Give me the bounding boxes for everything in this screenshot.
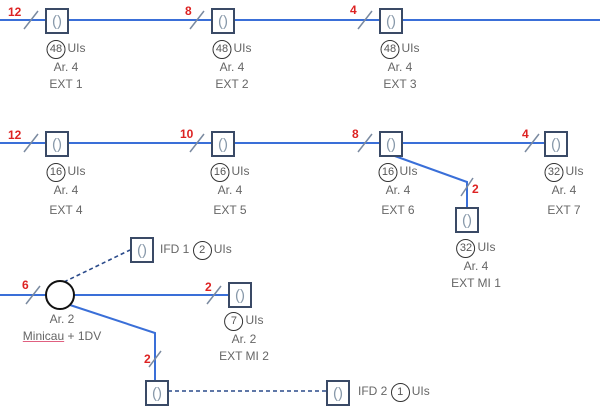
- ext-label: EXT 4: [49, 203, 83, 217]
- ui-count: 32: [544, 163, 564, 182]
- ar-label: Ar. 4: [53, 60, 79, 74]
- ui-count: 32: [456, 239, 476, 258]
- box-icon-ext-2[interactable]: (): [211, 8, 235, 34]
- ui-count: 16: [46, 163, 66, 182]
- ui-count: 2: [192, 241, 212, 260]
- units-label: UIs: [231, 164, 250, 178]
- box-icon-ext-1[interactable]: (): [45, 8, 69, 34]
- ext-label: EXT 1: [49, 77, 83, 91]
- units-label: UIs: [67, 41, 86, 55]
- box-icon-ext-mi-1[interactable]: (): [455, 207, 479, 233]
- ext-label: EXT 5: [213, 203, 247, 217]
- ifd-name: IFD 1: [160, 242, 190, 256]
- box-icon-ext-7[interactable]: (): [544, 131, 568, 157]
- box-icon-lower[interactable]: (): [145, 380, 169, 406]
- units-label: UIs: [477, 240, 496, 254]
- ar-label: Ar. 4: [385, 183, 411, 197]
- cable-count: 2: [144, 352, 151, 366]
- splice-closure-icon: [45, 280, 75, 310]
- box-icon-ext-3[interactable]: (): [379, 8, 403, 34]
- cable-count: 10: [180, 127, 194, 141]
- cable-count: 4: [350, 3, 357, 17]
- ar-label: Ar. 4: [219, 60, 245, 74]
- units-label: UIs: [245, 313, 264, 327]
- cable-count: 4: [522, 127, 529, 141]
- box-icon-ext-mi-2[interactable]: (): [228, 282, 252, 308]
- ar-label: Ar. 4: [387, 60, 413, 74]
- ui-count: 48: [212, 40, 232, 59]
- cable-count: 6: [22, 278, 29, 292]
- box-icon-ext-6[interactable]: (): [379, 131, 403, 157]
- cable-count: 2: [205, 280, 212, 294]
- ext-label: EXT 6: [381, 203, 415, 217]
- units-label: UIs: [233, 41, 252, 55]
- ext-label: EXT MI 2: [219, 349, 269, 363]
- ui-count: 16: [210, 163, 230, 182]
- cable-count: 12: [8, 128, 22, 142]
- box-icon-ifd-2[interactable]: (): [326, 380, 350, 406]
- splice-name: Minicau: [22, 329, 65, 343]
- ui-count: 1: [390, 383, 410, 402]
- ar-label: Ar. 4: [53, 183, 79, 197]
- cable-count: 12: [8, 5, 22, 19]
- ar-label: Ar. 4: [217, 183, 243, 197]
- ifd-name: IFD 2: [358, 384, 388, 398]
- units-label: UIs: [411, 384, 430, 398]
- cable-count: 8: [185, 4, 192, 18]
- ar-label: Ar. 2: [231, 332, 257, 346]
- ui-count: 16: [378, 163, 398, 182]
- units-label: UIs: [565, 164, 584, 178]
- ar-label: Ar. 2: [49, 312, 75, 326]
- cable-count: 8: [352, 127, 359, 141]
- ui-count: 48: [380, 40, 400, 59]
- ar-label: Ar. 4: [551, 183, 577, 197]
- node-splice: Ar. 2 Minicau + 1DV: [23, 311, 101, 345]
- ui-count: 48: [46, 40, 66, 59]
- box-icon-ext-5[interactable]: (): [211, 131, 235, 157]
- box-icon-ext-4[interactable]: (): [45, 131, 69, 157]
- ext-label: EXT 3: [383, 77, 417, 91]
- ext-label: EXT 7: [547, 203, 581, 217]
- units-label: UIs: [399, 164, 418, 178]
- box-icon-ifd-1[interactable]: (): [130, 237, 154, 263]
- units-label: UIs: [213, 242, 232, 256]
- ext-label: EXT 2: [215, 77, 249, 91]
- units-label: UIs: [67, 164, 86, 178]
- ar-label: Ar. 4: [463, 259, 489, 273]
- splice-suffix: + 1DV: [67, 329, 102, 343]
- units-label: UIs: [401, 41, 420, 55]
- cable-count: 2: [472, 182, 479, 196]
- ui-count: 7: [224, 312, 244, 331]
- ext-label: EXT MI 1: [451, 276, 501, 290]
